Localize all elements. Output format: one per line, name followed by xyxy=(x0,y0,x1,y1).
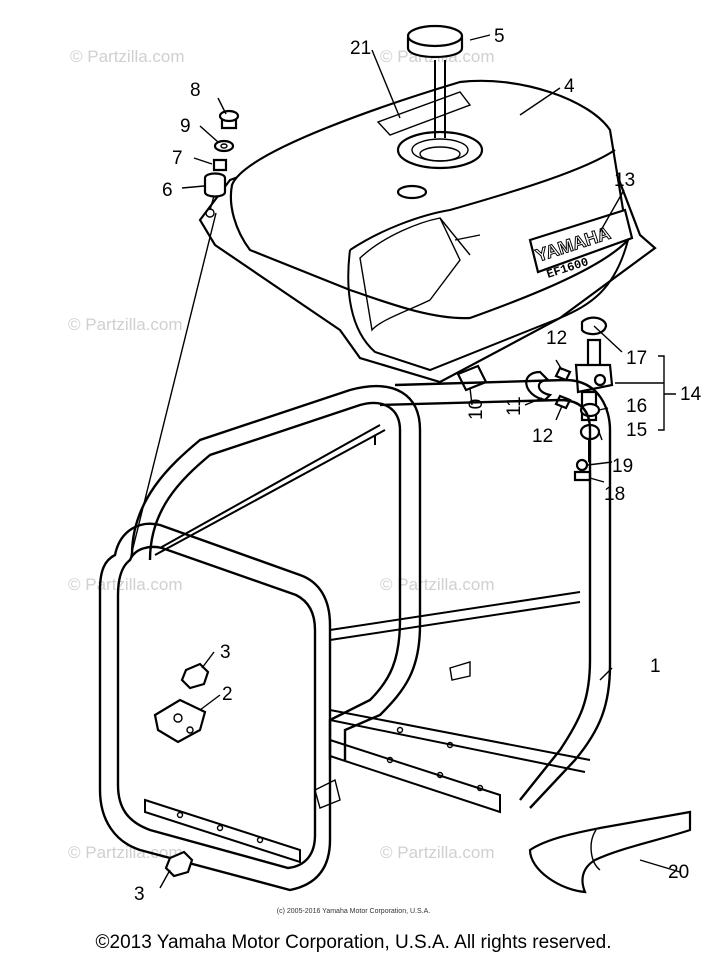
callout-15: 15 xyxy=(626,420,647,441)
callout-4: 4 xyxy=(564,76,575,97)
callout-2: 2 xyxy=(222,684,233,705)
callout-11: 11 xyxy=(504,396,525,416)
watermark: © Partzilla.com xyxy=(380,843,495,862)
callout-6: 6 xyxy=(162,180,173,201)
copyright-small: (c) 2005-2016 Yamaha Motor Corporation, … xyxy=(276,908,431,915)
callout-12-upper: 12 xyxy=(546,328,567,349)
copyright-notice: ©2013 Yamaha Motor Corporation, U.S.A. A… xyxy=(95,932,612,953)
mount-hardware xyxy=(203,109,240,211)
callout-14: 14 xyxy=(680,384,702,405)
watermark: © Partzilla.com xyxy=(380,575,495,594)
callout-9: 9 xyxy=(180,116,191,137)
callout-5: 5 xyxy=(494,26,505,47)
fuel-cap xyxy=(406,24,464,138)
callout-17: 17 xyxy=(626,348,647,369)
callouts: 1 2 3 3 4 5 6 7 8 9 10 11 12 12 13 14 15… xyxy=(134,26,702,905)
yamaha-decal: YAMAHA EF1600 xyxy=(528,208,634,282)
callout-7: 7 xyxy=(172,148,183,169)
leader-lines xyxy=(129,34,681,889)
callout-21: 21 xyxy=(350,38,371,59)
fuel-tank: YAMAHA EF1600 xyxy=(198,79,657,384)
callout-8: 8 xyxy=(190,80,201,101)
callout-13: 13 xyxy=(614,170,635,191)
nut-lower xyxy=(164,850,194,878)
callout-20: 20 xyxy=(668,862,689,883)
cover-plate xyxy=(528,810,692,894)
callout-18: 18 xyxy=(604,484,625,505)
frame xyxy=(98,378,612,892)
callout-16: 16 xyxy=(626,396,647,417)
callout-3-upper: 3 xyxy=(220,642,231,663)
callout-12-lower: 12 xyxy=(532,426,553,447)
callout-10: 10 xyxy=(466,399,487,420)
watermark: © Partzilla.com xyxy=(68,843,183,862)
callout-1: 1 xyxy=(650,656,661,677)
callout-19: 19 xyxy=(612,456,633,477)
watermark: © Partzilla.com xyxy=(70,47,185,66)
watermark: © Partzilla.com xyxy=(68,315,183,334)
callout-3-lower: 3 xyxy=(134,884,145,905)
nut-upper xyxy=(180,662,210,690)
watermark: © Partzilla.com xyxy=(68,575,183,594)
